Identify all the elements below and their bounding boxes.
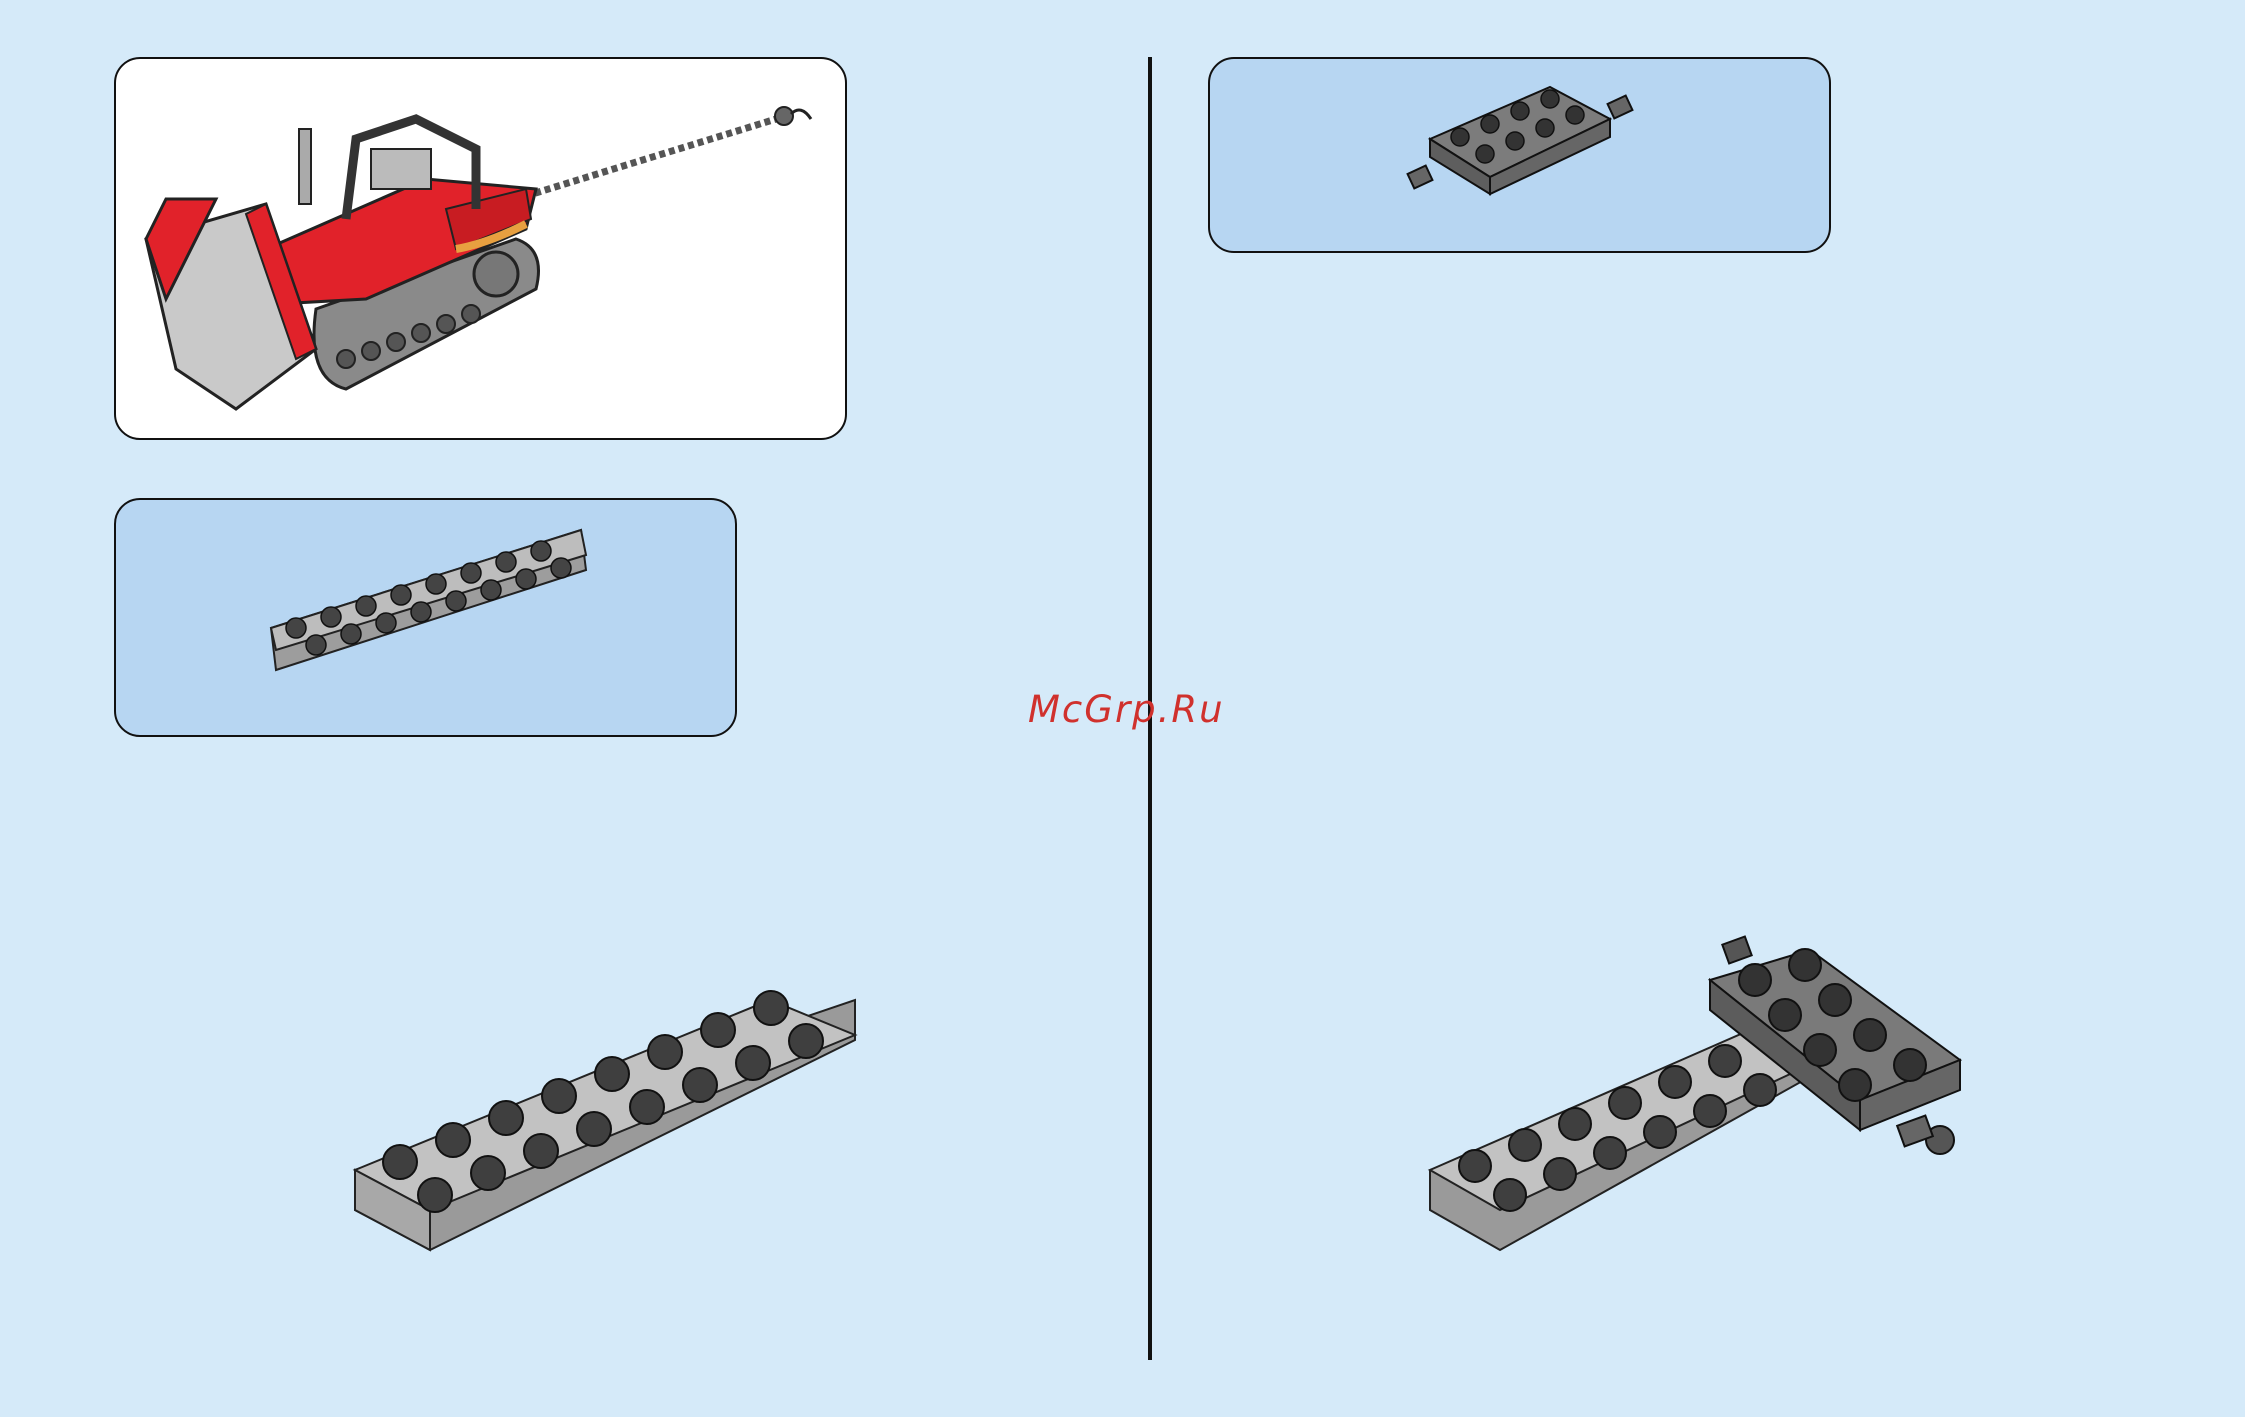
watermark-text: McGrp.Ru xyxy=(1028,688,1225,731)
assembly-step-right xyxy=(1420,930,1980,1270)
bulldozer-model-icon xyxy=(116,59,847,440)
parts-callout-right xyxy=(1208,57,1831,253)
plate-wheel-holder-icon xyxy=(1210,59,1831,253)
plate-2x8-large-icon xyxy=(340,980,880,1270)
parts-callout-left xyxy=(114,498,737,737)
plate-assembly-icon xyxy=(1420,930,1980,1270)
assembly-step-left xyxy=(340,980,880,1270)
model-preview-panel xyxy=(114,57,847,440)
plate-2x8-icon xyxy=(116,500,737,737)
